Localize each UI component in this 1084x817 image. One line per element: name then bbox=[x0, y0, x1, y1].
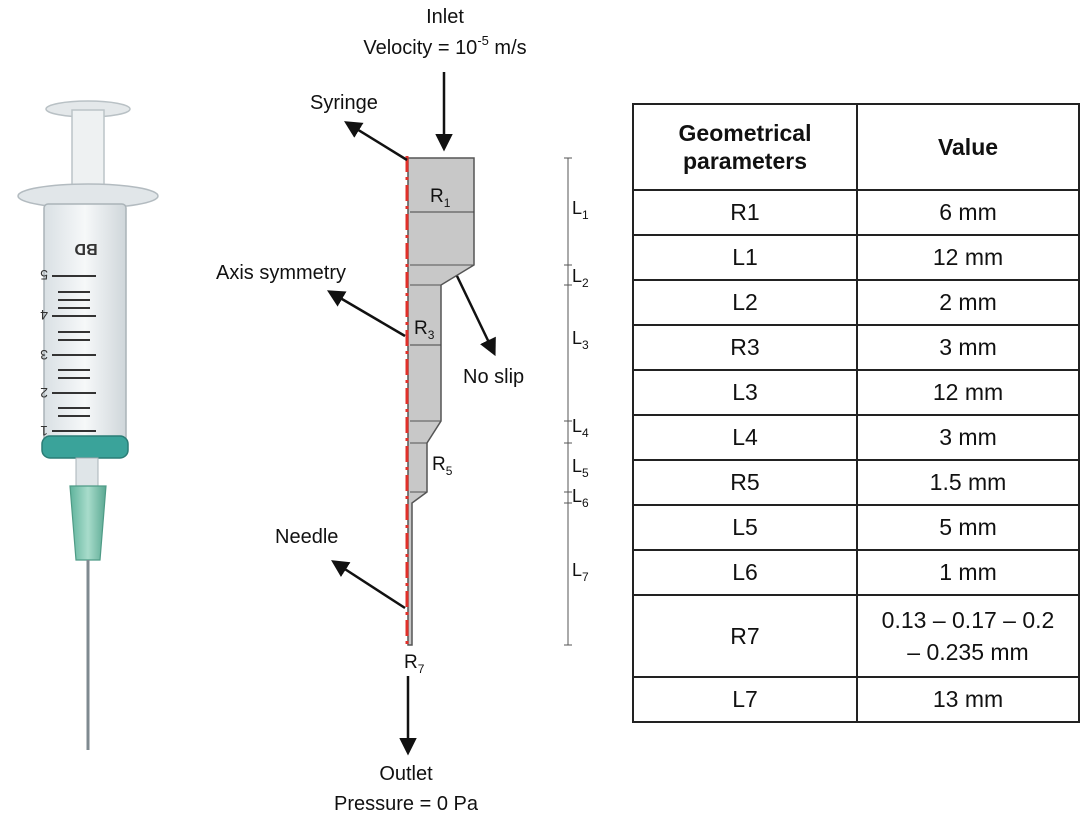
header-value: Value bbox=[856, 103, 1080, 191]
barrel-tip bbox=[75, 457, 99, 487]
value-cell: 3 mm bbox=[856, 414, 1080, 461]
param-cell: R7 bbox=[632, 594, 858, 678]
plunger-rod bbox=[71, 109, 105, 191]
label-r1: R1 bbox=[430, 186, 451, 210]
param-cell: L2 bbox=[632, 279, 858, 326]
syringe-photo: BD 5 4 3 2 1 bbox=[17, 100, 159, 750]
label-l4: L4 bbox=[572, 416, 589, 440]
no-slip-label: No slip bbox=[463, 366, 524, 388]
label-l3: L3 bbox=[572, 328, 589, 352]
plunger-seal bbox=[41, 435, 129, 459]
scale-mark-3: 3 bbox=[40, 347, 48, 363]
syringe-arrow bbox=[344, 121, 408, 162]
label-l6: L6 bbox=[572, 486, 589, 510]
header-param-line1: Geometrical bbox=[678, 120, 812, 146]
label-l7: L7 bbox=[572, 560, 589, 584]
value-line2: – 0.235 mm bbox=[907, 639, 1029, 665]
value-cell: 3 mm bbox=[856, 324, 1080, 371]
annotations: Inlet Velocity = 10-5 m/s Syringe Axis s… bbox=[216, 6, 527, 815]
axis-symmetry-label: Axis symmetry bbox=[216, 262, 346, 284]
syringe-label: Syringe bbox=[310, 92, 378, 114]
param-cell: L3 bbox=[632, 369, 858, 416]
needle-label: Needle bbox=[275, 526, 338, 548]
label-r7: R7 bbox=[404, 652, 425, 676]
graduation-marks bbox=[52, 275, 96, 432]
value-cell: 6 mm bbox=[856, 189, 1080, 236]
table-header-row: Geometrical parameters Value bbox=[632, 103, 1080, 191]
value-cell: 2 mm bbox=[856, 279, 1080, 326]
value-line1: 0.13 – 0.17 – 0.2 bbox=[881, 607, 1055, 633]
fluid-domain bbox=[407, 157, 475, 646]
param-cell: L5 bbox=[632, 504, 858, 551]
param-cell: L6 bbox=[632, 549, 858, 596]
param-cell: L7 bbox=[632, 676, 858, 723]
table-row: R7 0.13 – 0.17 – 0.2 – 0.235 mm bbox=[632, 594, 1080, 678]
needle-hub bbox=[69, 485, 107, 561]
inlet-condition: Velocity = 10-5 m/s bbox=[363, 33, 526, 59]
param-cell: L1 bbox=[632, 234, 858, 281]
value-cell: 0.13 – 0.17 – 0.2 – 0.235 mm bbox=[856, 594, 1080, 678]
scale-mark-2: 2 bbox=[40, 385, 48, 401]
needle-arrow bbox=[331, 560, 406, 610]
value-cell: 12 mm bbox=[856, 234, 1080, 281]
header-param-line2: parameters bbox=[682, 148, 808, 174]
length-labels: L1 L2 L3 L4 L5 L6 L7 bbox=[572, 198, 589, 584]
label-l1: L1 bbox=[572, 198, 589, 222]
outlet-condition: Pressure = 0 Pa bbox=[334, 793, 479, 815]
value-cell: 1.5 mm bbox=[856, 459, 1080, 506]
value-cell: 12 mm bbox=[856, 369, 1080, 416]
param-cell: R3 bbox=[632, 324, 858, 371]
header-geometrical-parameters: Geometrical parameters bbox=[632, 103, 858, 191]
value-cell: 5 mm bbox=[856, 504, 1080, 551]
label-r5: R5 bbox=[432, 454, 453, 478]
value-cell: 13 mm bbox=[856, 676, 1080, 723]
param-cell: R5 bbox=[632, 459, 858, 506]
outlet-title: Outlet bbox=[379, 763, 433, 785]
label-l2: L2 bbox=[572, 266, 589, 290]
length-dimensions bbox=[564, 157, 572, 646]
scale-mark-1: 1 bbox=[40, 423, 48, 439]
label-r3: R3 bbox=[414, 318, 435, 342]
param-cell: R1 bbox=[632, 189, 858, 236]
syringe-brand: BD bbox=[74, 240, 97, 257]
param-cell: L4 bbox=[632, 414, 858, 461]
axis-symmetry-arrow bbox=[326, 290, 406, 338]
scale-mark-4: 4 bbox=[40, 307, 48, 323]
scale-mark-5: 5 bbox=[40, 267, 48, 283]
value-cell: 1 mm bbox=[856, 549, 1080, 596]
geometry-cross-section: R1 R3 R5 R7 bbox=[404, 156, 475, 676]
no-slip-arrow bbox=[455, 275, 496, 357]
label-l5: L5 bbox=[572, 456, 589, 480]
inlet-title: Inlet bbox=[426, 6, 464, 28]
